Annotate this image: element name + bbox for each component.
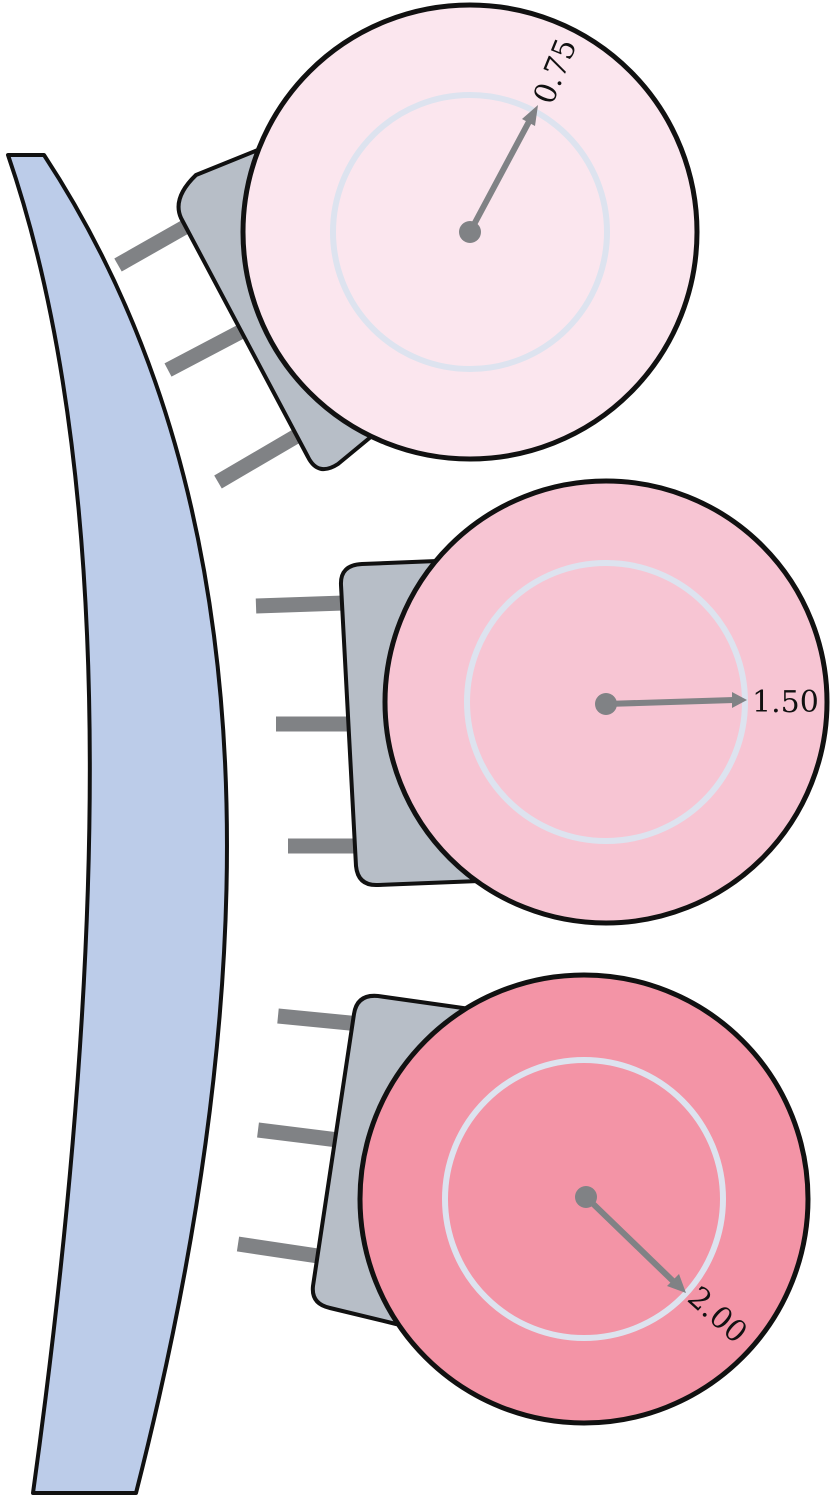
curved-plate [6, 153, 229, 1495]
radius-ring-2 [464, 560, 748, 844]
wheel-unit-1: 0.75 [114, 2, 700, 489]
pointer-arrowhead-2 [732, 692, 747, 708]
connector-rods-3 [236, 1008, 361, 1264]
radius-pointer-2 [603, 697, 737, 707]
radius-pointer-1 [467, 113, 535, 235]
connector-rod [257, 1122, 339, 1148]
wheel-hub-1 [459, 221, 481, 243]
wheel-unit-3: 2.00 [236, 972, 811, 1426]
connector-rod [114, 216, 196, 272]
connector-rod [214, 427, 304, 489]
radius-label-2: 1.50 [752, 685, 819, 720]
pointer-arrowhead-1 [522, 105, 538, 126]
radius-ring-1 [330, 92, 610, 372]
wheel-hub-2 [595, 693, 617, 715]
connector-rod [236, 1236, 320, 1264]
wheel-hub-3 [575, 1186, 597, 1208]
pointer-arrowhead-3 [667, 1274, 686, 1293]
connector-rods-2 [255, 595, 356, 854]
connector-rod [164, 323, 248, 377]
radius-pointer-3 [583, 1194, 678, 1286]
wheel-unit-2: 1.50 [255, 478, 830, 926]
radius-ring-3 [442, 1057, 726, 1341]
connector-rods-1 [114, 216, 304, 489]
connector-rod [277, 1008, 361, 1032]
connector-rod [255, 595, 345, 614]
